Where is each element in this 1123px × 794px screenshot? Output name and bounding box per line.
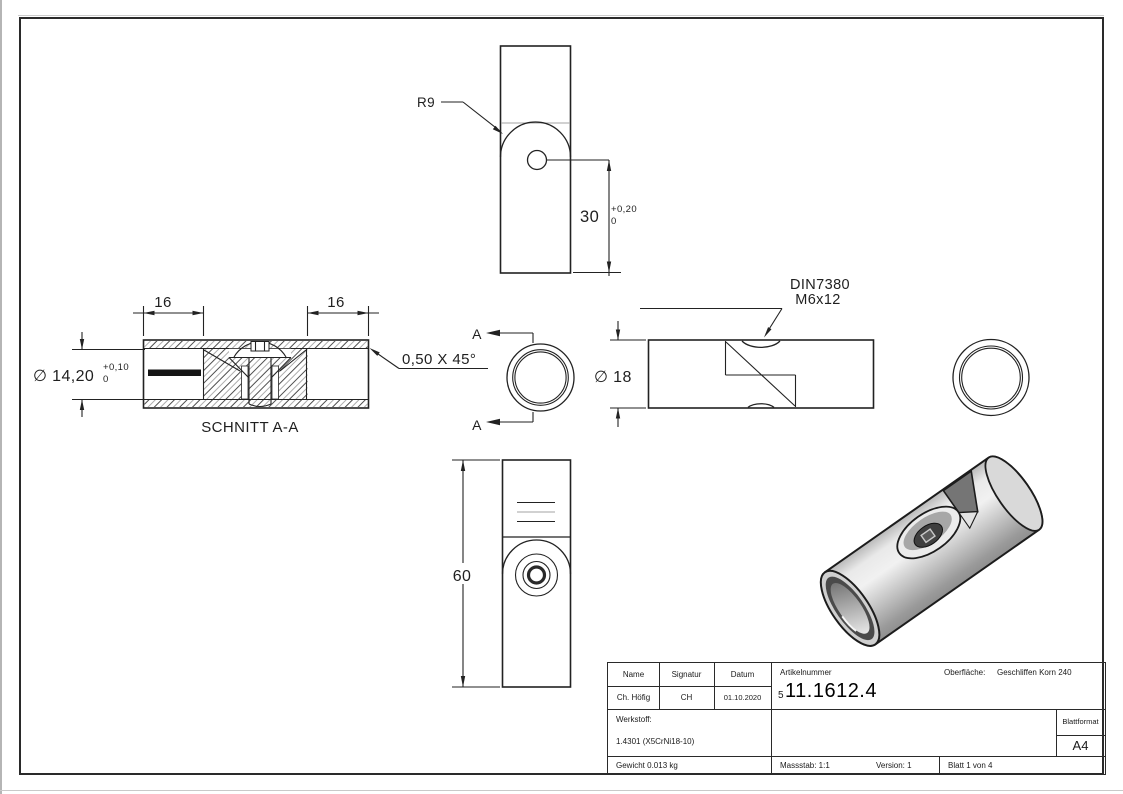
section-caption: SCHNITT A-A bbox=[201, 419, 298, 436]
frame-shadow bbox=[18, 15, 1104, 16]
article-number-prefix: 5 bbox=[778, 690, 784, 701]
sheet-format-label: Blattformat bbox=[1062, 717, 1099, 726]
dim-30-tol-plus: +0,20 bbox=[611, 204, 637, 215]
bore-stamp-marking bbox=[148, 369, 201, 376]
sheet-format-value: A4 bbox=[1072, 738, 1089, 753]
sheet-number: Blatt 1 von 4 bbox=[948, 761, 993, 770]
material-value: 1.4301 (X5CrNi18-10) bbox=[616, 737, 695, 746]
front-view: 60 bbox=[449, 459, 572, 688]
chamfer-note: 0,50 X 45° bbox=[402, 351, 476, 368]
screw-standard-label: DIN7380 bbox=[790, 277, 850, 293]
page-edge-left bbox=[0, 0, 2, 794]
dim-30-tol-zero: 0 bbox=[611, 216, 617, 227]
side-view: ∅ 18 DIN7380 M6x12 bbox=[594, 277, 875, 427]
dim-bore-tol-zero: 0 bbox=[103, 374, 109, 385]
article-number: 11.1612.4 bbox=[785, 680, 877, 702]
page-edge-bottom bbox=[0, 790, 1123, 791]
header-signature: Signatur bbox=[671, 670, 702, 679]
surface-label: Oberfläche: bbox=[944, 668, 986, 677]
scale-value: Massstab: 1:1 bbox=[780, 761, 830, 770]
dim-60: 60 bbox=[453, 568, 472, 585]
dim-bore-dia: ∅ 14,20 bbox=[33, 368, 94, 385]
r9-label: R9 bbox=[417, 95, 435, 110]
section-marker-top: A bbox=[472, 326, 482, 342]
header-date: Datum bbox=[730, 670, 755, 679]
dim-bore-tol-plus: +0,10 bbox=[103, 362, 129, 373]
value-name: Ch. Höfig bbox=[616, 693, 651, 702]
top-view: R9 30 +0,20 0 bbox=[417, 45, 637, 276]
section-view: 16 16 ∅ 14,20 +0,10 0 0,50 X 45° SCHNITT… bbox=[33, 294, 488, 436]
weight-value: Gewicht 0.013 kg bbox=[616, 761, 678, 770]
section-marker-bottom: A bbox=[472, 417, 482, 433]
drawing-frame bbox=[19, 17, 1104, 775]
value-date: 01.10.2020 bbox=[723, 693, 762, 702]
material-label: Werkstoff: bbox=[616, 715, 652, 724]
dim-dia-18: ∅ 18 bbox=[594, 369, 632, 386]
section-circle-view: A A bbox=[472, 326, 575, 433]
screw-size-label: M6x12 bbox=[795, 292, 841, 308]
version-value: Version: 1 bbox=[876, 761, 912, 770]
header-article: Artikelnummer bbox=[780, 668, 832, 677]
value-signature: CH bbox=[680, 693, 693, 702]
end-circle-view bbox=[952, 338, 1030, 417]
iso-render bbox=[819, 455, 1044, 647]
dim-16-left: 16 bbox=[154, 294, 172, 311]
title-block: Name Signatur Datum Ch. Höfig CH 01.10.2… bbox=[607, 662, 1106, 775]
dim-16-right: 16 bbox=[327, 294, 345, 311]
surface-value: Geschliffen Korn 240 bbox=[997, 668, 1072, 677]
header-name: Name bbox=[622, 670, 645, 679]
dim-30: 30 bbox=[580, 208, 599, 226]
